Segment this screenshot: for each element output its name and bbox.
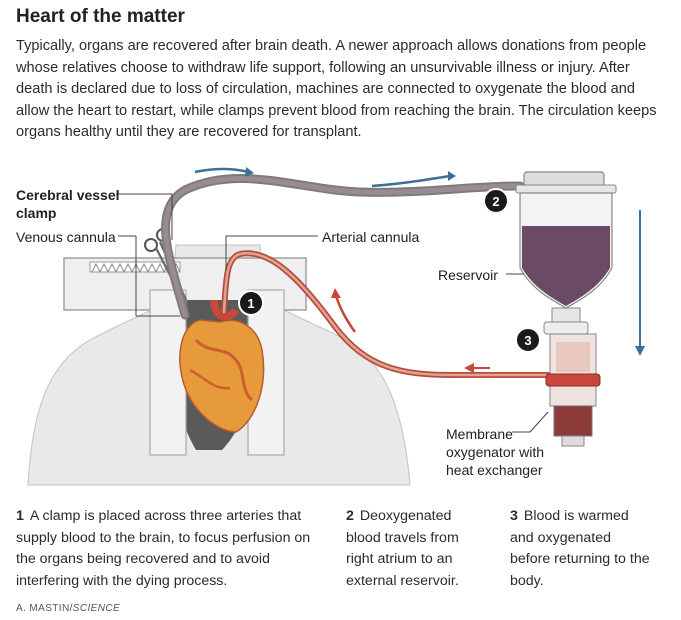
step-2-number: 2	[346, 508, 354, 524]
label-arterial-cannula: Arterial cannula	[322, 228, 419, 246]
step-3-text: Blood is warmed and oxygenated before re…	[510, 508, 650, 589]
step-3-number: 3	[510, 508, 518, 524]
credit-source: SCIENCE	[73, 603, 120, 614]
credit: A. MASTIN/SCIENCE	[16, 603, 120, 614]
label-reservoir: Reservoir	[438, 266, 498, 284]
intro-paragraph: Typically, organs are recovered after br…	[16, 36, 668, 144]
step-1-text: A clamp is placed across three arteries …	[16, 508, 310, 589]
flow-arrow-return	[336, 296, 355, 332]
step-2-text: Deoxygenated blood travels from right at…	[346, 508, 459, 589]
clamp-handle-b	[145, 239, 157, 251]
label-cerebral-clamp: Cerebral vessel clamp	[16, 186, 126, 222]
step-1-number: 1	[16, 508, 24, 524]
flow-arrow-mid	[372, 176, 450, 186]
flow-arrow-top	[195, 169, 248, 172]
label-oxygenator: Membrane oxygenator with heat exchanger	[446, 425, 556, 479]
badge-step-2: 2	[483, 188, 509, 214]
badge-step-3: 3	[515, 327, 541, 353]
badge-step-1: 1	[238, 290, 264, 316]
label-venous-cannula: Venous cannula	[16, 228, 116, 246]
figure-title: Heart of the matter	[16, 6, 185, 28]
credit-name: A. MASTIN/	[16, 603, 73, 614]
reservoir-cap	[524, 172, 604, 186]
